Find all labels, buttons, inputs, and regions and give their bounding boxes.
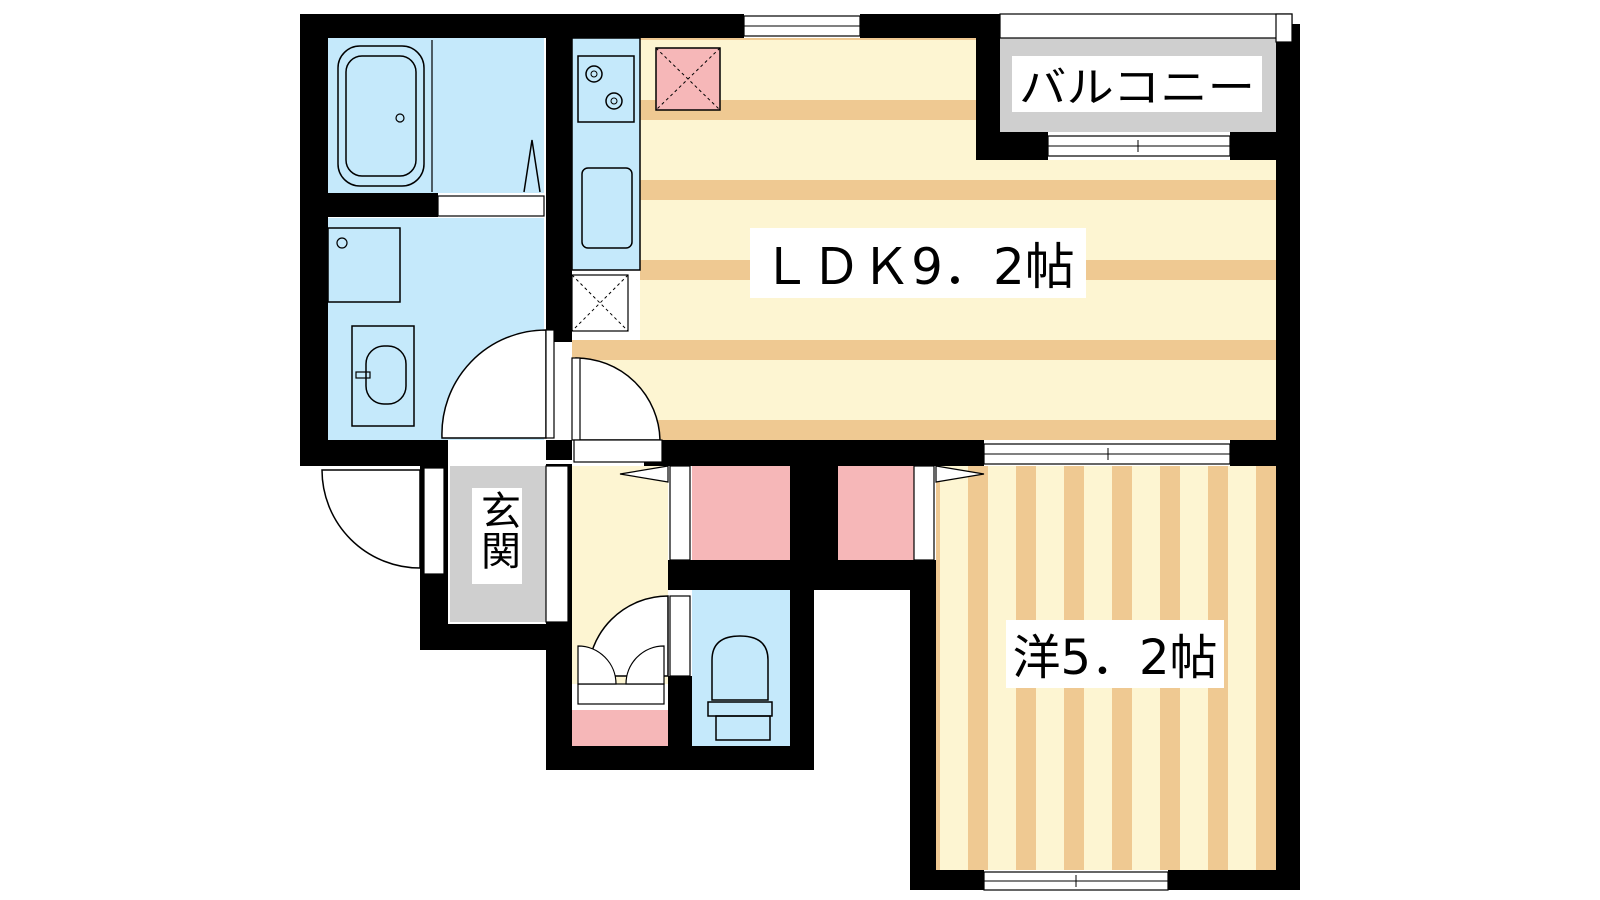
hall-storage-door-swing[interactable] xyxy=(625,645,665,685)
wall xyxy=(1276,24,1300,890)
wall xyxy=(420,624,548,650)
balcony-rail-top xyxy=(999,13,1293,39)
doors xyxy=(321,329,985,685)
toilet-base-icon xyxy=(715,715,771,741)
wall xyxy=(860,14,988,38)
balcony-label: バルコニー xyxy=(1019,63,1255,112)
fridge-space-cross xyxy=(571,274,629,332)
sliding-door-arrow-icon xyxy=(935,465,985,483)
wall xyxy=(300,440,420,466)
closet-left xyxy=(692,466,790,560)
wall xyxy=(644,440,984,466)
balcony-rail xyxy=(999,13,1293,43)
wall xyxy=(300,14,744,38)
ldk-floor-main xyxy=(640,160,1280,440)
toilet-room xyxy=(669,590,790,746)
bathtub-inner xyxy=(345,55,417,177)
vanity-faucet xyxy=(355,371,371,379)
kitchen-counter xyxy=(571,37,641,271)
hall-storage-door[interactable] xyxy=(577,683,665,705)
wall xyxy=(910,560,936,890)
hall-door-frame[interactable] xyxy=(545,465,569,623)
stove-burner-icon xyxy=(610,97,618,105)
hall-storage xyxy=(572,710,668,746)
walls xyxy=(300,14,1300,890)
entrance-label-bg xyxy=(472,488,522,584)
ldk-door-leaf[interactable] xyxy=(571,357,581,441)
bathroom-door[interactable] xyxy=(437,195,545,217)
bathroom-floor xyxy=(328,38,544,193)
ldk-label-bg xyxy=(750,228,1086,298)
kitchen-storage-cross xyxy=(655,47,721,111)
stove xyxy=(577,55,635,123)
wall xyxy=(546,440,572,460)
wall xyxy=(668,676,692,746)
wall xyxy=(668,560,934,590)
closets xyxy=(669,465,935,561)
bathroom xyxy=(328,38,545,217)
toilet-bowl-icon xyxy=(711,635,769,701)
windows xyxy=(743,15,1231,891)
wall xyxy=(546,14,572,330)
bathtub xyxy=(337,45,425,187)
closet-door-right[interactable] xyxy=(913,465,935,561)
fridge-space-cross xyxy=(571,274,629,332)
ldk-room xyxy=(572,38,1280,440)
ldk-door-frame[interactable] xyxy=(573,439,663,463)
toilet-floor xyxy=(692,590,790,746)
wall xyxy=(1230,440,1280,466)
bathtub-drain xyxy=(395,113,405,123)
wall xyxy=(976,132,1048,160)
vanity-sink xyxy=(365,345,407,405)
sliding-door-arrow-icon xyxy=(619,465,669,483)
ldk-label: ＬＤＫ9．2帖 xyxy=(761,238,1075,296)
wall xyxy=(1168,870,1280,890)
washroom-door-leaf[interactable] xyxy=(545,329,555,439)
balcony-label-bg xyxy=(1012,56,1262,112)
entrance-door-leaf[interactable] xyxy=(423,467,445,575)
entrance-door-swing[interactable] xyxy=(321,469,421,569)
stove-burner-icon xyxy=(585,65,603,83)
wall xyxy=(300,14,328,466)
wall xyxy=(546,624,572,770)
wall xyxy=(546,746,814,770)
wall xyxy=(790,590,814,770)
stove-burner-icon xyxy=(590,70,598,78)
stove-burner-icon xyxy=(605,92,623,110)
closet-door-left[interactable] xyxy=(669,465,691,561)
toilet-door[interactable] xyxy=(669,595,691,677)
ldk-door-swing[interactable] xyxy=(575,357,661,441)
wall xyxy=(910,870,984,890)
western-label-bg xyxy=(1006,620,1224,688)
closet-right xyxy=(838,466,914,560)
kitchen-sink xyxy=(581,167,633,249)
vanity xyxy=(351,325,415,427)
wall xyxy=(790,466,838,560)
western-room-label: 洋5．2帖 xyxy=(1012,630,1217,686)
washroom-door-swing[interactable] xyxy=(441,329,547,439)
kitchen xyxy=(571,37,721,332)
washing-machine-drain xyxy=(336,237,348,249)
wall xyxy=(328,193,438,217)
wall xyxy=(1230,132,1300,160)
entrance-label: 玄関 xyxy=(474,490,520,570)
hall-storage-door-swing[interactable] xyxy=(577,645,617,685)
balcony-rail-side xyxy=(1275,13,1293,43)
shower-head xyxy=(523,139,541,193)
